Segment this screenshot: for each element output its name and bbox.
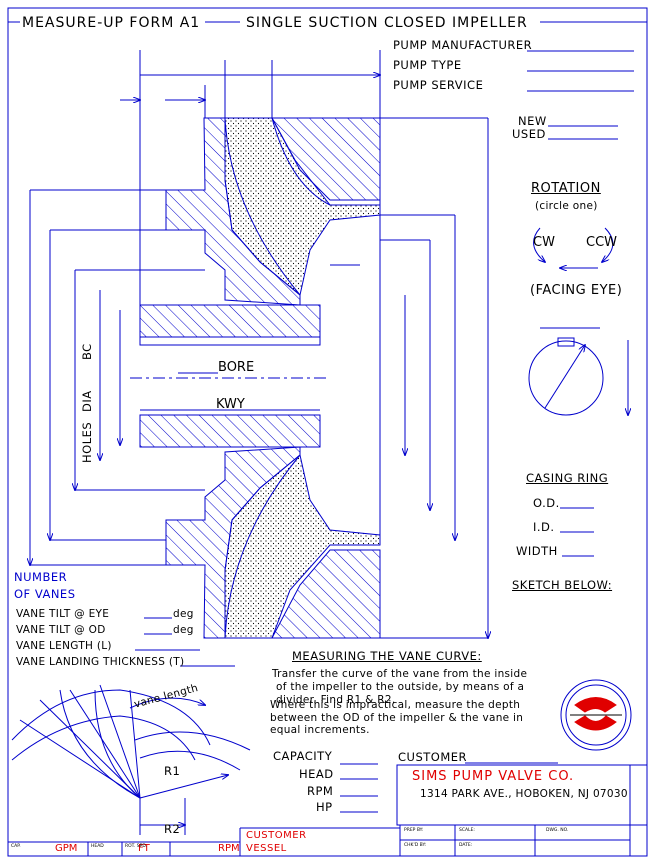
casing-id-label: I.D. xyxy=(533,520,555,534)
company-logo xyxy=(560,679,632,751)
footer-vessel: VESSEL xyxy=(246,843,287,854)
dia-label: DIA xyxy=(80,390,94,412)
capacity-label: CAPACITY xyxy=(273,749,333,763)
used-label: USED xyxy=(512,127,546,141)
hp-label: HP xyxy=(316,800,333,814)
holes-label: HOLES xyxy=(80,421,94,463)
vane-landing-label: VANE LANDING THICKNESS (T) xyxy=(16,656,185,668)
casing-width-label: WIDTH xyxy=(516,544,558,558)
pump-service-label: PUMP SERVICE xyxy=(393,78,484,92)
impeller-lower-section xyxy=(139,414,381,639)
company-address: 1314 PARK AVE., HOBOKEN, NJ 07030 xyxy=(420,788,628,800)
deg-unit-od: deg xyxy=(173,624,194,636)
number-of-vanes-label-2: OF VANES xyxy=(14,587,76,601)
curve-line-5: between the OD of the impeller & the van… xyxy=(270,712,524,724)
footer-cap-label: CAP. xyxy=(11,844,21,849)
casing-od-label: O.D. xyxy=(533,496,560,510)
curve-line-6: equal increments. xyxy=(270,724,370,736)
footer-customer: CUSTOMER xyxy=(246,830,307,841)
vane-length-label: VANE LENGTH (L) xyxy=(16,640,112,652)
page-border xyxy=(7,7,648,857)
impeller-upper-section xyxy=(139,117,381,346)
rotation-hint: (circle one) xyxy=(535,200,598,212)
pump-manufacturer-label: PUMP MANUFACTURER xyxy=(393,38,533,52)
footer-ft: FT xyxy=(138,843,150,854)
customer-label: CUSTOMER xyxy=(398,750,468,764)
curve-line-3: divider. Find R1 & R2. xyxy=(276,694,396,706)
head-label: HEAD xyxy=(299,767,334,781)
title-block xyxy=(396,764,648,826)
curve-line-4: Where this is impractical, measure the d… xyxy=(270,699,521,711)
scale-label: SCALE: xyxy=(459,828,475,833)
keyway-label: KWY xyxy=(216,397,245,412)
pump-type-label: PUMP TYPE xyxy=(393,58,462,72)
footer-rot-spd-label: ROT. SPD. xyxy=(125,844,148,849)
r1-label: R1 xyxy=(164,764,181,778)
r2-label: R2 xyxy=(164,822,181,836)
chkd-by-label: CHK'D BY: xyxy=(404,843,427,848)
bc-label: BC xyxy=(80,343,94,360)
deg-unit-eye: deg xyxy=(173,608,194,620)
dwg-no-label: DWG. NO. xyxy=(546,828,569,833)
vane-curve-title: MEASURING THE VANE CURVE: xyxy=(292,649,482,663)
vane-tilt-od-label: VANE TILT @ OD xyxy=(16,624,106,636)
footer-rpm: RPM xyxy=(218,843,240,854)
facing-eye-label: (FACING EYE) xyxy=(530,283,623,298)
cw-option[interactable]: CW xyxy=(533,235,555,250)
date-label: DATE: xyxy=(459,843,473,848)
vane-curve-diagram xyxy=(11,684,251,835)
vane-tilt-eye-label: VANE TILT @ EYE xyxy=(16,608,110,620)
number-of-vanes-label-1: NUMBER xyxy=(14,570,68,584)
curve-line-2: of the impeller to the outside, by means… xyxy=(276,681,525,693)
rpm-label: RPM xyxy=(307,784,334,798)
form-title: MEASURE-UP FORM A1 xyxy=(22,15,201,31)
bore-label: BORE xyxy=(218,360,255,375)
footer-gpm: GPM xyxy=(55,843,78,854)
sketch-below-label: SKETCH BELOW: xyxy=(512,578,613,592)
ccw-option[interactable]: CCW xyxy=(586,235,618,250)
company-name: SIMS PUMP VALVE CO. xyxy=(412,769,575,784)
prep-by-label: PREP BY: xyxy=(404,828,424,833)
footer-head-label: HEAD xyxy=(91,844,104,849)
curve-line-1: Transfer the curve of the vane from the … xyxy=(272,668,528,680)
new-label: NEW xyxy=(518,114,547,128)
impeller-type-title: SINGLE SUCTION CLOSED IMPELLER xyxy=(246,15,528,31)
casing-ring-title: CASING RING xyxy=(526,471,609,485)
rotation-title: ROTATION xyxy=(531,181,601,196)
